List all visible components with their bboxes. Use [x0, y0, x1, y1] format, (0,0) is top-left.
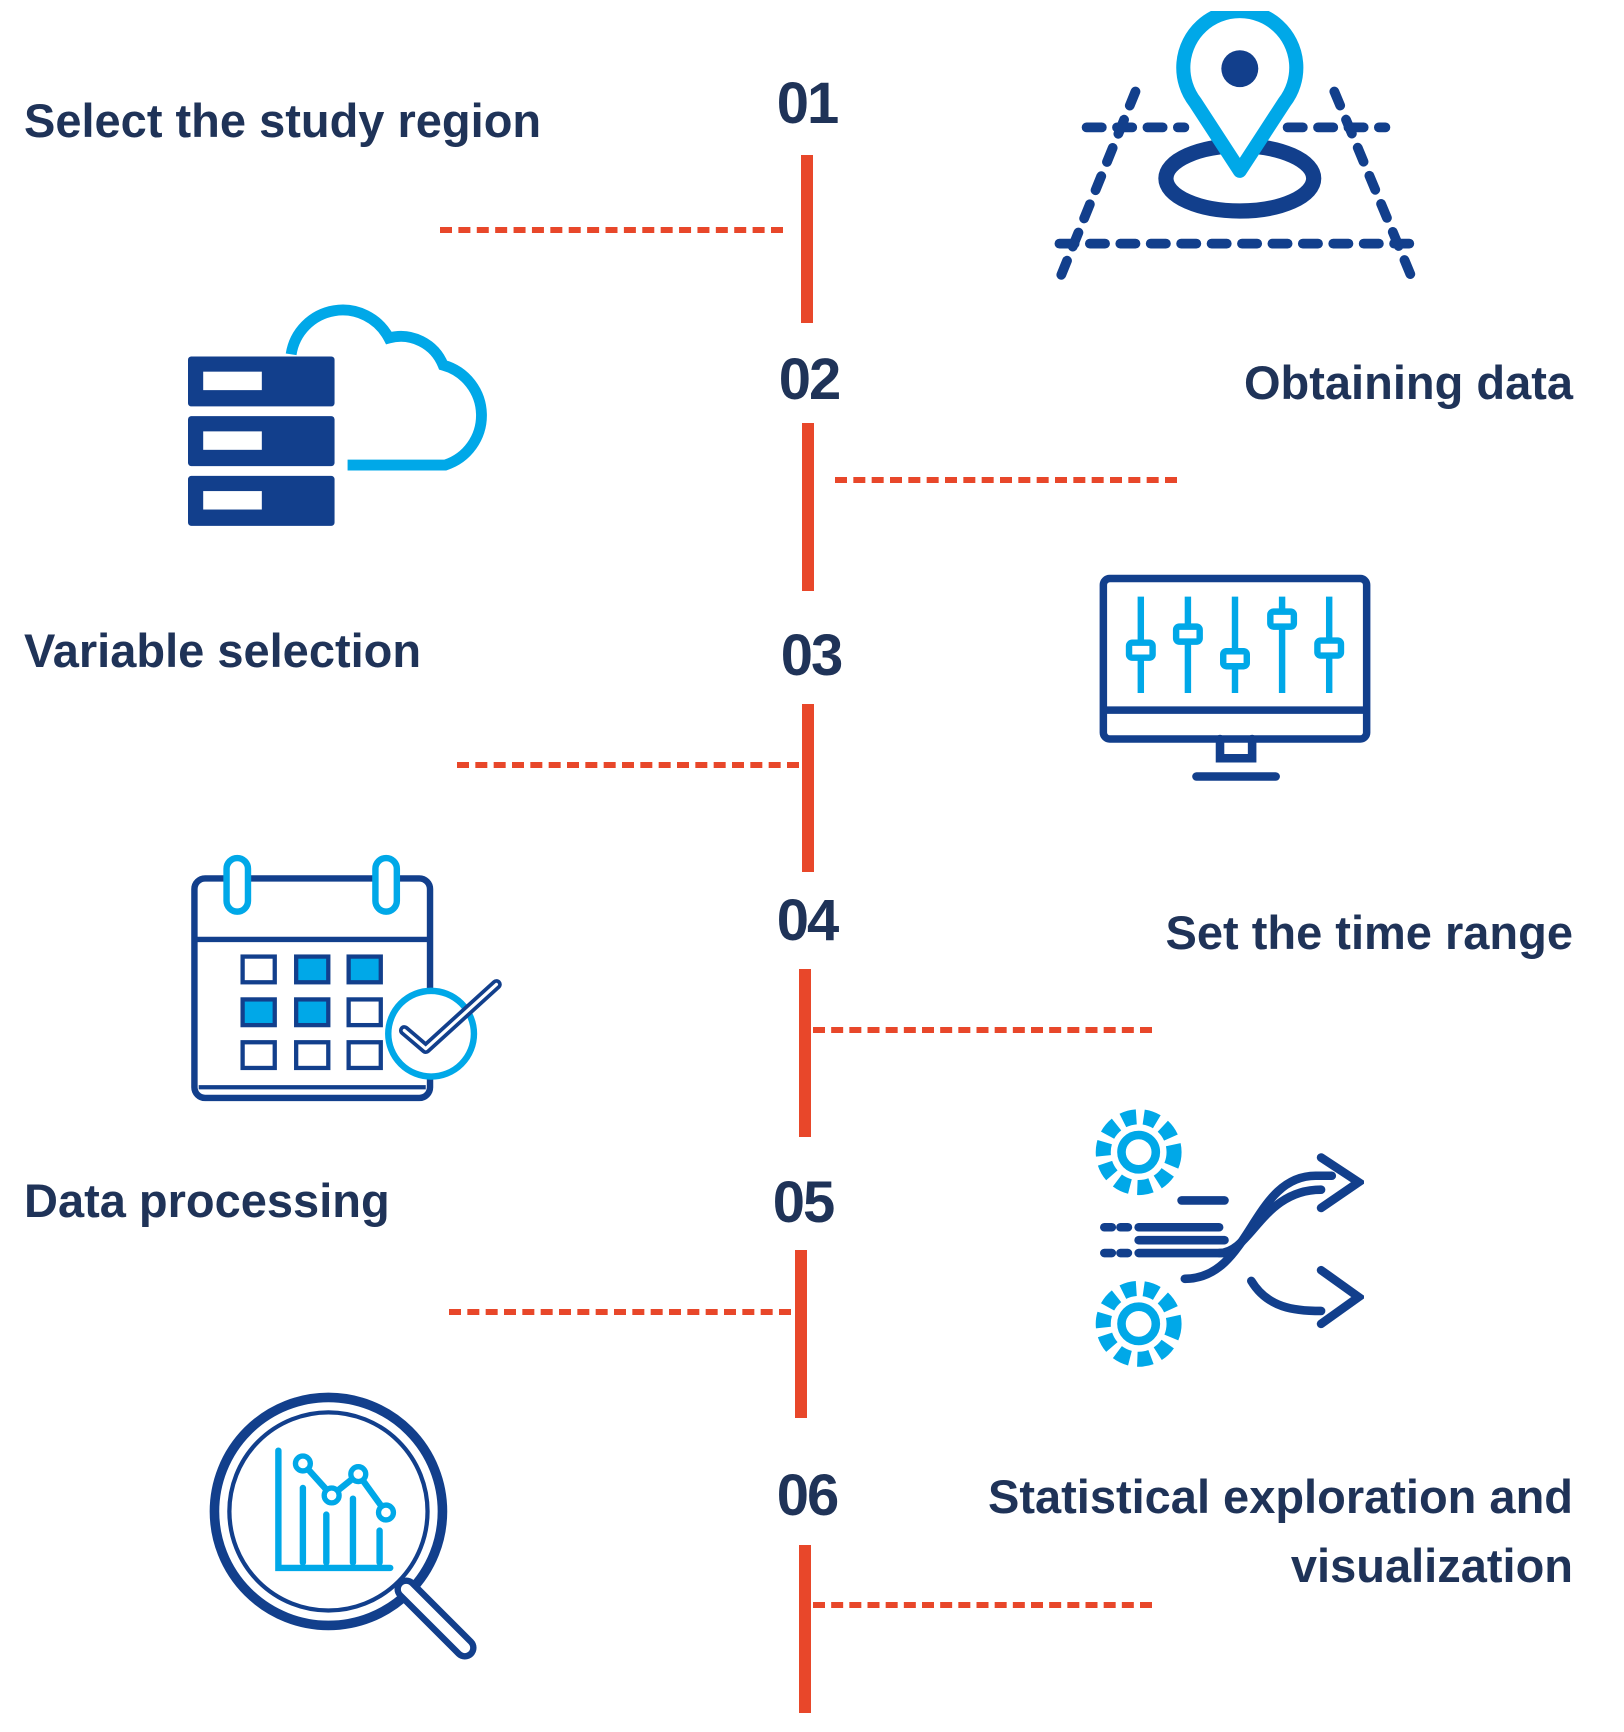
step-3-label: Variable selection [24, 624, 422, 677]
timeline-segment-2 [802, 423, 814, 591]
monitor-sliders-icon [1099, 574, 1371, 781]
step-5-number: 05 [772, 1170, 836, 1235]
connector-5 [449, 1309, 791, 1315]
calendar-check-icon [191, 854, 502, 1102]
step-2-label: Obtaining data [1244, 356, 1573, 409]
step-4-number: 04 [776, 888, 840, 953]
step-6-number: 06 [776, 1463, 840, 1528]
magnifier-chart-icon [209, 1392, 477, 1660]
timeline-segment-5 [795, 1250, 807, 1418]
step-4-label: Set the time range [1165, 906, 1573, 959]
step-1-label: Select the study region [24, 94, 542, 147]
step-1-number: 01 [776, 71, 840, 136]
step-2-number: 02 [778, 347, 842, 412]
server-cloud-icon [188, 304, 487, 526]
connector-2 [835, 477, 1177, 483]
timeline-segment-3 [802, 704, 814, 872]
gears-flow-icon [1095, 1109, 1364, 1367]
step-6-label-line2: visualization [1290, 1539, 1573, 1592]
step-3-number: 03 [780, 623, 844, 688]
step-6-label-line1: Statistical exploration and [987, 1470, 1573, 1523]
step-5-label: Data processing [24, 1174, 390, 1227]
timeline-segment-1 [801, 155, 813, 323]
connector-1 [440, 227, 783, 233]
map-pin-area-icon [1054, 11, 1418, 285]
timeline-segment-6 [799, 1545, 811, 1713]
connector-3 [457, 762, 799, 768]
connector-4 [813, 1027, 1152, 1033]
connector-6 [813, 1602, 1152, 1608]
timeline-segment-4 [799, 969, 811, 1137]
